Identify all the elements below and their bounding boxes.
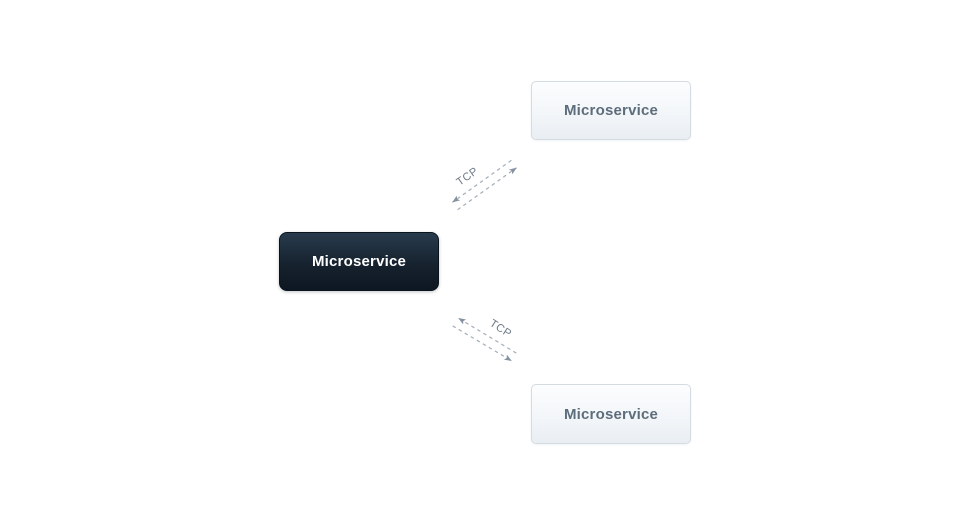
connector-tcp-bottom: TCP: [452, 317, 517, 362]
node-label: Microservice: [563, 405, 659, 423]
node-label: Microservice: [311, 253, 407, 270]
node-microservice-left: Microservice: [279, 232, 439, 291]
connector-tcp-top: TCP: [452, 159, 517, 211]
connector-label-tcp-top: TCP: [455, 165, 481, 188]
arrow-toward-left-node-icon: [457, 317, 517, 354]
node-microservice-top-right: Microservice: [531, 81, 691, 140]
node-label: Microservice: [563, 102, 659, 119]
arrow-toward-top-right-node-icon: [457, 167, 517, 211]
arrow-toward-left-node-icon: [452, 159, 512, 203]
arrow-toward-bottom-right-node-icon: [452, 325, 513, 362]
connector-label-tcp-bottom: TCP: [487, 317, 513, 340]
node-microservice-bottom-right: Microservice: [531, 384, 691, 444]
